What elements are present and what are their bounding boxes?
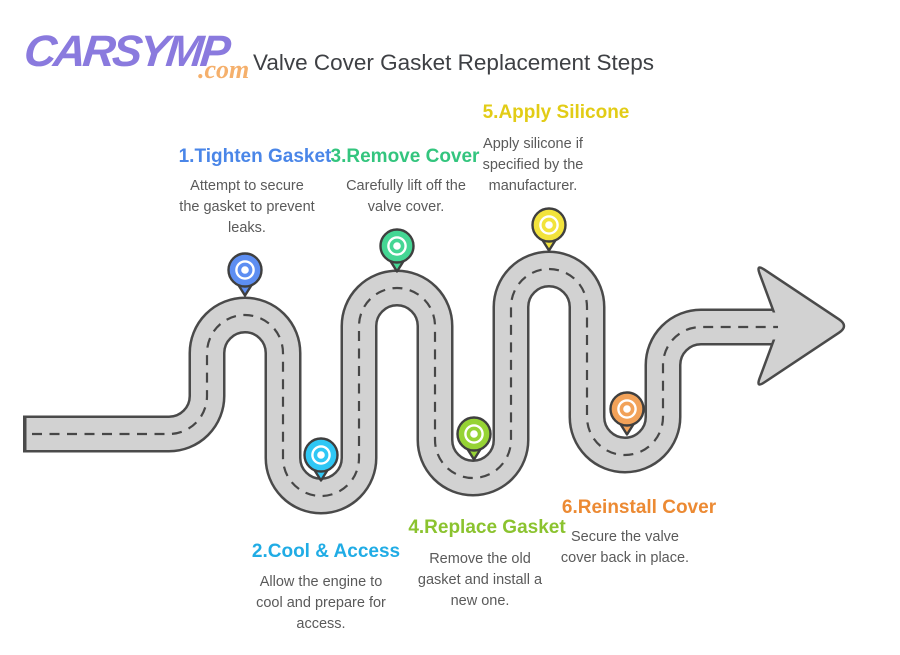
desc-line: manufacturer.	[488, 178, 578, 194]
page-title: Valve Cover Gasket Replacement Steps	[253, 50, 655, 75]
desc-line: the gasket to prevent	[179, 199, 315, 215]
step-6-title: 6.Reinstall Cover	[561, 497, 717, 518]
location-pin-icon-step-4	[456, 416, 492, 461]
location-pin-icon-step-6	[609, 391, 645, 436]
location-pin-icon-step-1	[227, 252, 263, 297]
desc-line: leaks.	[228, 220, 266, 236]
arrow-shaft-junction	[762, 312, 783, 340]
desc-line: cover back in place.	[560, 550, 690, 566]
step-4-description: Remove the old gasket and install a new …	[418, 549, 542, 612]
desc-line: specified by the	[482, 157, 584, 173]
step-3-title: 3.Remove Cover	[330, 146, 480, 167]
desc-line: Remove the old	[429, 551, 531, 567]
logo-tld-text: .com	[198, 55, 250, 84]
desc-line: gasket and install a	[417, 572, 543, 588]
desc-line: Attempt to secure	[190, 178, 304, 194]
desc-line: access.	[296, 616, 346, 632]
location-pin-icon-step-2	[303, 437, 339, 482]
arrow-head-icon	[757, 266, 846, 386]
step-3-description: Carefully lift off the valve cover.	[346, 176, 466, 218]
location-pin-icon-step-3	[379, 228, 415, 273]
step-1-title: 1.Tighten Gasket	[178, 146, 332, 167]
step-5-description: Apply silicone if specified by the manuf…	[483, 134, 584, 197]
desc-line: Allow the engine to	[259, 574, 383, 590]
step-2-title: 2.Cool & Access	[251, 541, 401, 562]
desc-line: valve cover.	[367, 199, 445, 215]
desc-line: Carefully lift off the	[346, 178, 466, 194]
step-4-title: 4.Replace Gasket	[408, 517, 566, 538]
road-center-line	[32, 267, 778, 498]
logo: CARSYMP .com	[22, 27, 287, 87]
location-pin-icon-step-5	[531, 207, 567, 252]
step-1-description: Attempt to secure the gasket to prevent …	[179, 176, 314, 239]
desc-line: Apply silicone if	[483, 136, 583, 152]
desc-line: new one.	[450, 593, 510, 609]
step-5-title: 5.Apply Silicone	[482, 102, 630, 123]
step-6-description: Secure the valve cover back in place.	[561, 527, 689, 569]
desc-line: cool and prepare for	[256, 595, 386, 611]
step-2-description: Allow the engine to cool and prepare for…	[256, 572, 386, 635]
road-surface	[26, 253, 785, 512]
desc-line: Secure the valve	[570, 529, 679, 545]
